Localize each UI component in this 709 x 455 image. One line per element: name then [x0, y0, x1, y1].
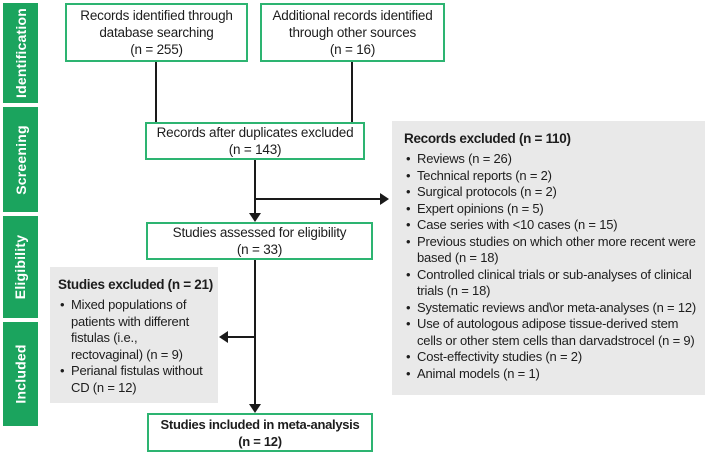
list-item: Expert opinions (n = 5)	[404, 201, 699, 218]
arrowhead-left-studies-excluded	[219, 331, 228, 343]
list-item: Use of autologous adipose tissue-derived…	[404, 316, 699, 349]
studies-excluded-list: Mixed populations of patients with diffe…	[58, 297, 212, 396]
box-studies-included-meta-analysis: Studies included in meta-analysis (n = 1…	[147, 413, 373, 452]
stage-label-screening: Screening	[12, 124, 29, 195]
box-studies-included-meta-analysis-count: (n = 12)	[238, 433, 282, 449]
box-studies-assessed-eligibility-count: (n = 33)	[236, 242, 283, 257]
stage-bar-eligibility: Eligibility	[3, 216, 38, 318]
connector-db-to-duplicates	[155, 62, 157, 122]
panel-studies-excluded: Studies excluded (n = 21) Mixed populati…	[50, 267, 218, 403]
list-item: Case series with <10 cases (n = 15)	[404, 217, 699, 234]
box-records-identified-database-count: (n = 255)	[130, 42, 183, 57]
box-studies-included-meta-analysis-text: Studies included in meta-analysis	[160, 416, 360, 432]
connector-other-to-duplicates	[351, 62, 353, 122]
box-records-identified-database-text: Records identified through database sear…	[80, 8, 233, 40]
box-records-identified-database: Records identified through database sear…	[65, 3, 248, 62]
box-additional-records-other-sources-count: (n = 16)	[329, 42, 376, 57]
box-records-after-duplicates-count: (n = 143)	[228, 142, 282, 157]
list-item: Reviews (n = 26)	[404, 151, 699, 168]
panel-records-excluded-title: Records excluded (n = 110)	[404, 131, 571, 146]
arrowhead-right-records-excluded	[380, 193, 389, 205]
arrowhead-down-included	[249, 404, 261, 413]
list-item: Animal models (n = 1)	[404, 366, 699, 383]
box-additional-records-other-sources: Additional records identified through ot…	[260, 3, 445, 62]
connector-eligibility-to-included	[254, 260, 256, 404]
list-item: Cost-effectivity studies (n = 2)	[404, 349, 699, 366]
connector-branch-studies-excluded	[228, 336, 256, 338]
list-item: Systematic reviews and\or meta-analyses …	[404, 300, 699, 317]
list-item: Controlled clinical trials or sub-analys…	[404, 267, 699, 300]
panel-studies-excluded-title: Studies excluded (n = 21)	[58, 277, 213, 292]
stage-label-included: Included	[12, 344, 29, 404]
records-excluded-list: Reviews (n = 26) Technical reports (n = …	[404, 151, 699, 382]
list-item: Mixed populations of patients with diffe…	[58, 297, 212, 363]
list-item: Perianal fistulas without CD (n = 12)	[58, 363, 212, 396]
stage-bar-identification: Identification	[3, 3, 38, 103]
list-item: Surgical protocols (n = 2)	[404, 184, 699, 201]
arrowhead-down-eligibility	[249, 213, 261, 222]
panel-records-excluded: Records excluded (n = 110) Reviews (n = …	[392, 121, 705, 395]
stage-label-eligibility: Eligibility	[12, 234, 29, 300]
stage-bar-screening: Screening	[3, 107, 38, 212]
box-records-after-duplicates: Records after duplicates excluded (n = 1…	[145, 122, 365, 160]
list-item: Technical reports (n = 2)	[404, 168, 699, 185]
box-studies-assessed-eligibility: Studies assessed for eligibility (n = 33…	[146, 222, 373, 260]
connector-duplicates-to-eligibility	[254, 160, 256, 213]
box-records-after-duplicates-text: Records after duplicates excluded	[156, 125, 354, 140]
box-additional-records-other-sources-text: Additional records identified through ot…	[272, 8, 433, 40]
connector-branch-records-excluded	[255, 198, 381, 200]
list-item: Previous studies on which other more rec…	[404, 234, 699, 267]
stage-bar-included: Included	[3, 322, 38, 426]
stage-label-identification: Identification	[12, 8, 29, 98]
box-studies-assessed-eligibility-text: Studies assessed for eligibility	[172, 225, 347, 240]
